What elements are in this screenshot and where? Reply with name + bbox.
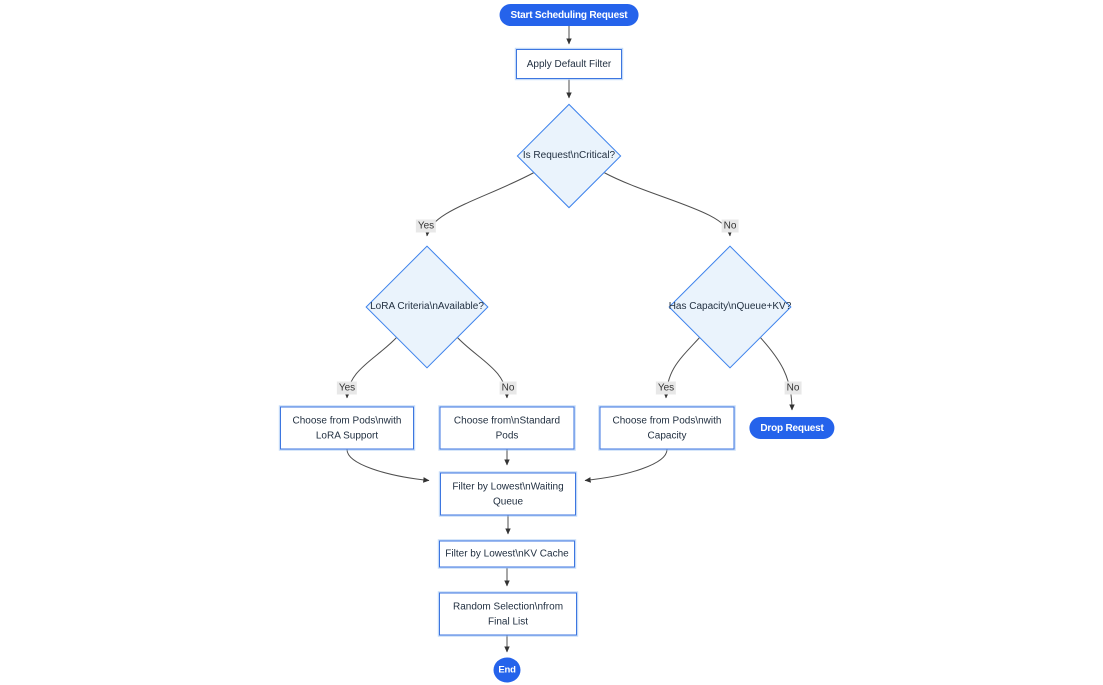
node-is-request-critical-label: Is Request\nCritical? bbox=[522, 150, 616, 161]
node-apply-default-filter: Apply Default Filter bbox=[516, 49, 622, 79]
node-filter-lowest-kv-cache: Filter by Lowest\nKV Cache bbox=[439, 540, 575, 568]
node-label: End bbox=[498, 664, 516, 676]
edge-iscritical-no-capacity bbox=[602, 171, 733, 237]
edge-iscritical-yes-lora bbox=[424, 171, 536, 237]
edge-label-yes: Yes bbox=[415, 219, 437, 233]
node-drop-request: Drop Request bbox=[749, 417, 835, 439]
node-label: Filter by Lowest\nWaiting Queue bbox=[452, 481, 564, 507]
node-has-capacity-queue-kv-label: Has Capacity\nQueue+KV? bbox=[668, 301, 792, 312]
edge-label-no: No bbox=[784, 381, 802, 395]
node-start-scheduling-request: Start Scheduling Request bbox=[499, 4, 639, 26]
edge-label-yes: Yes bbox=[655, 381, 677, 395]
edge-choosecapacity-filterwaiting bbox=[584, 449, 668, 483]
edge-capacity-no-droprequest bbox=[758, 335, 795, 411]
node-label: Choose from\nStandard Pods bbox=[453, 415, 561, 441]
edge-label-no: No bbox=[499, 381, 517, 395]
edge-label-yes: Yes bbox=[336, 381, 358, 395]
node-label: Random Selection\nfrom Final List bbox=[452, 601, 564, 627]
node-label: Apply Default Filter bbox=[526, 58, 612, 70]
node-label: Drop Request bbox=[760, 422, 824, 434]
node-label: Start Scheduling Request bbox=[510, 9, 628, 21]
node-choose-pods-capacity: Choose from Pods\nwith Capacity bbox=[599, 406, 735, 450]
node-label: Filter by Lowest\nKV Cache bbox=[445, 548, 569, 560]
edge-chooselora-filterwaiting bbox=[346, 449, 430, 483]
node-end: End bbox=[493, 657, 521, 683]
node-label: Choose from Pods\nwith Capacity bbox=[612, 415, 722, 441]
node-label: Choose from Pods\nwith LoRA Support bbox=[292, 415, 402, 441]
node-choose-pods-lora-support: Choose from Pods\nwith LoRA Support bbox=[280, 406, 414, 450]
node-lora-criteria-available-label: LoRA Criteria\nAvailable? bbox=[370, 301, 484, 312]
node-filter-lowest-waiting-queue: Filter by Lowest\nWaiting Queue bbox=[440, 472, 576, 516]
edge-label-no: No bbox=[721, 219, 739, 233]
node-random-selection-final-list: Random Selection\nfrom Final List bbox=[439, 592, 577, 636]
node-choose-standard-pods: Choose from\nStandard Pods bbox=[439, 406, 575, 450]
